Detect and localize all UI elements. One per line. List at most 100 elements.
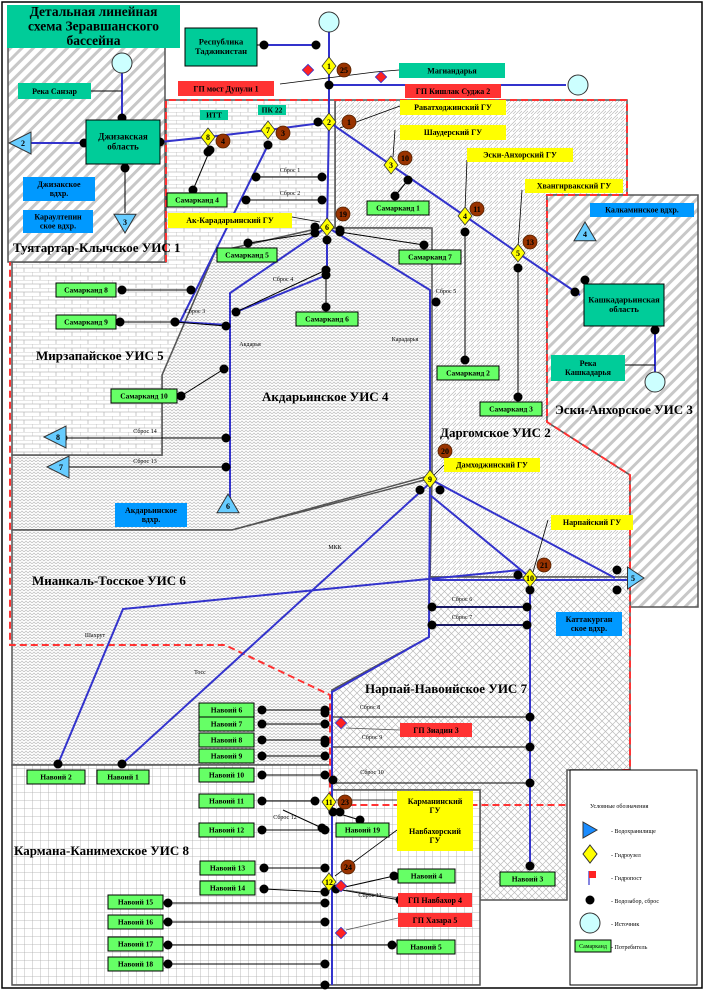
consumer-14-box: [397, 868, 456, 884]
intake-dot: [460, 355, 470, 365]
legend-label: - Потребитель: [611, 944, 648, 951]
hydronode-number: 8: [206, 133, 210, 142]
river-kashkadarya-text: Река: [580, 359, 597, 368]
gauging-post-icon: [374, 70, 388, 84]
intake-dot: [570, 287, 580, 297]
intake-dot: [513, 263, 523, 273]
hydronode-icon: [457, 206, 473, 226]
intake-dot: [328, 775, 338, 785]
intake-dot: [310, 222, 320, 232]
gu-label-text: Эски-Анхорский ГУ: [483, 150, 557, 159]
leader-line: [392, 129, 396, 158]
legend-label: - Гидроузел: [611, 853, 641, 859]
region-label: Даргомское УИС 2: [440, 425, 551, 440]
discharge-line: [282, 809, 323, 829]
region-label: Нарпай-Навоийское УИС 7: [365, 681, 528, 696]
intake-dot: [203, 147, 213, 157]
hydronode-badge-number: 4: [221, 137, 225, 146]
leader-line: [517, 189, 523, 248]
hydronode-icon: [582, 844, 598, 864]
consumer-21-box: [198, 793, 255, 809]
region-label: Акдарьинское УИС 4: [262, 389, 389, 404]
intake-dot: [335, 225, 345, 235]
consumer-3: Самарканд 3: [479, 401, 543, 417]
intake-dot: [186, 285, 196, 295]
reservoir-number: 8: [56, 433, 60, 442]
reservoir-label-box: [590, 203, 694, 217]
legend: Условные обозначения- Водохранилище- Гид…: [569, 769, 698, 986]
intake-dot: [427, 620, 437, 630]
reservoir-icon: [113, 213, 137, 234]
intake-dot: [320, 887, 330, 897]
consumer-27-box: [107, 936, 164, 952]
intake-dot: [120, 163, 130, 173]
gu-label-text: Шаудерский ГУ: [424, 128, 482, 137]
intake-dot: [435, 485, 445, 495]
hydronode-badge: [275, 125, 291, 141]
hydronode-badge-number: 21: [540, 561, 548, 570]
reservoir-icon: [627, 566, 645, 590]
reservoir-icon: [582, 821, 599, 839]
gauging-post-icon: [301, 63, 315, 77]
reservoir-number: 7: [59, 463, 63, 472]
canal-line: [57, 569, 521, 765]
intake-dot: [522, 620, 532, 630]
reservoir-number: 6: [226, 502, 230, 511]
intake-dot: [320, 770, 330, 780]
post-itt-box: [200, 110, 228, 120]
reservoir-icon: [45, 455, 70, 479]
region-label: Кармана-Канимехское УИС 8: [14, 843, 189, 858]
legend-item: - Гидропост: [588, 871, 642, 885]
leader-line: [464, 159, 468, 211]
consumer-2: Самарканд 2: [436, 365, 500, 381]
reservoir-label-box: [23, 210, 93, 233]
hydronode-badge-number: 24: [344, 863, 352, 872]
hydronode-badge: [341, 114, 357, 130]
consumer-14-text: Навоий 4: [411, 872, 443, 881]
gu-label: Нарпайский ГУ: [551, 515, 633, 530]
intake-dot: [259, 863, 269, 873]
consumer-26-box: [107, 914, 164, 930]
intake-dot: [257, 825, 267, 835]
river-magiandarya-box: [399, 63, 505, 78]
intake-dot: [431, 297, 441, 307]
diagram-title-text: бассейна: [67, 33, 121, 48]
hydronode-badge: [337, 794, 353, 810]
consumer-23: Навоий 13: [199, 860, 256, 876]
basin-boundary-dashed: [9, 99, 631, 806]
consumer-26-text: Навоий 16: [118, 918, 154, 927]
legend-label: - Источник: [611, 922, 639, 928]
leader-line: [291, 216, 321, 223]
hydronode-number: 10: [526, 574, 534, 583]
admin-tajikistan-text: Республика: [199, 37, 244, 47]
discharge-line: [174, 321, 227, 327]
consumer-8-box: [55, 282, 117, 298]
consumer-18: Навоий 8: [198, 732, 255, 748]
hydronode-badge: [215, 133, 231, 149]
discharge-label: Сброс 13: [133, 458, 156, 465]
consumer-13: Навоий 3: [499, 871, 556, 887]
consumer-17-text: Навоий 7: [211, 720, 243, 729]
reservoir-icon: [7, 131, 32, 155]
admin-jizzakh-text: область: [107, 142, 139, 152]
consumer-13-text: Навоий 3: [512, 875, 544, 884]
intake-dot: [163, 940, 173, 950]
canal-line: [121, 482, 431, 765]
hydronode-9: 920: [422, 443, 453, 489]
consumer-sample: Самарканд: [579, 944, 607, 950]
gauging-post-label-box: [178, 81, 274, 96]
consumer-24: Навоий 14: [199, 880, 256, 896]
canal-line: [429, 494, 528, 576]
intake-dot: [525, 778, 535, 788]
admin-kashkadarya-text: область: [609, 304, 639, 314]
gauging-post-label-text: ГП Зиадин 3: [413, 726, 458, 735]
source-icon: [644, 371, 666, 393]
reservoir-label-text: Каттакурган: [566, 615, 613, 624]
legend-item: - Источник: [579, 912, 639, 934]
intake-dot: [324, 80, 334, 90]
gu-label-text: Нарпайский ГУ: [563, 518, 621, 527]
consumer-22-box: [198, 822, 255, 838]
reservoir-label-text: ское вдхр.: [571, 624, 607, 633]
